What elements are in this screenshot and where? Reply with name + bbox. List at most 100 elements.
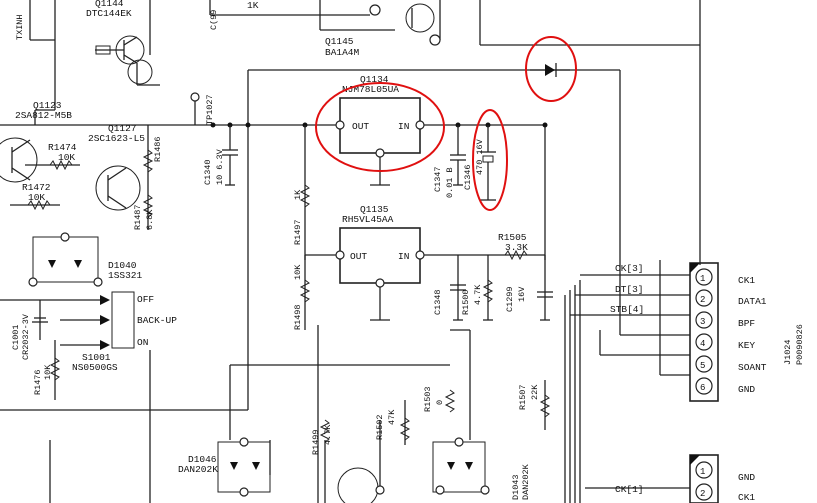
label-r1505-v: 3.3K [505,242,528,253]
label-c1348: C1348 [433,289,443,315]
label-r1472: R1472 [22,182,51,193]
conn-pin-6-label: GND [738,384,755,395]
label-r1503-v: 0 [435,400,445,405]
label-r1476-v: 10K [43,364,53,380]
d1046-diode-pair: D1046 DAN202K [178,437,271,497]
label-d1040-part: 1SS321 [108,270,143,281]
conn-pin-1-num: 1 [700,274,705,284]
r1507-resistor: R1507 22K [518,384,551,418]
signal-bus: CK[3] DT[3] STB[4] CK[1] [564,260,701,503]
conn-pin-3-num: 3 [700,317,705,327]
label-q1135-part: RH5VL45AA [342,214,394,225]
conn-pin-5-label: SOANT [738,362,767,373]
conn2-pin-1: 1 GND [695,461,755,483]
label-r1500: R1500 [461,289,471,315]
d1043-diode-pair: D1043 DAN202K [432,437,531,500]
r1486-r1487: R1486 R1487 6.8K [133,125,163,230]
label-q1134-out: OUT [352,121,369,132]
conn2-pin-2-label: CK1 [738,492,755,503]
d1040-diode-pair: D1040 1SS321 [28,232,143,287]
label-r1502: R1502 [375,414,385,440]
conn-pin-3-label: BPF [738,318,755,329]
label-r1507-v: 22K [530,384,540,400]
label-c1001-v: CR2032-3V [21,313,31,360]
label-c1347-v: 0.01 B [445,167,455,198]
r1497-resistor: R1497 1K [293,125,311,260]
label-r1k-top: 1K [247,0,259,11]
label-q1135-in: IN [398,251,409,262]
label-r1474: R1474 [48,142,77,153]
label-d1040: D1040 [108,260,137,271]
label-q1127-part: 2SC1623-L5 [88,133,145,144]
label-c1299: C1299 [505,286,515,312]
label-q1144: Q1144 [95,0,124,9]
label-d1046: D1046 [188,454,217,465]
conn-pin-4: 4 KEY [695,333,755,351]
label-q1127: Q1127 [108,123,137,134]
label-q1145: Q1145 [325,36,354,47]
conn-pin-5: 5 SOANT [695,355,767,373]
conn-pin-1-label: CK1 [738,275,755,286]
label-r1497: R1497 [293,219,303,245]
conn-pin-1: 1 CK1 [695,268,755,286]
r1502-resistor: R1502 47K [375,400,411,445]
r1476-resistor: R1476 10K [33,340,61,400]
q1123-transistor: Q1123 2SA812-M5B [0,100,72,183]
label-c1347: C1347 [433,166,443,192]
ground-symbols [225,184,550,321]
label-txinh: TXINH [15,14,25,40]
label-q1134: Q1134 [360,74,389,85]
label-net-ck1: CK[1] [615,484,644,495]
r1498-resistor: R1498 10K [293,255,311,330]
label-c1001: C1001 [11,324,21,350]
top-wiring [29,0,701,410]
label-s1001: S1001 [82,352,111,363]
battery-c1001: C1001 CR2032-3V [11,300,48,360]
conn-pin-6-num: 6 [700,383,705,393]
r1505-resistor: R1505 3.3K [498,232,528,261]
conn-pin-5-num: 5 [700,361,705,371]
conn-pin-4-num: 4 [700,339,705,349]
conn-pin-2-num: 2 [700,295,705,305]
label-sw-off: OFF [137,294,154,305]
q1135-regulator: OUT IN Q1135 RH5VL45AA [305,204,545,321]
c1348-r1500-c1299: C1348 R1500 4.7K C1299 16V [433,255,553,320]
conn2-pin-1-label: GND [738,472,755,483]
tp1027-testpoint: TP1027 [190,92,215,125]
c1340-capacitor: C1340 10 6.3V [203,125,238,185]
annotation-circle-diode [525,36,577,102]
label-net-dt3: DT[3] [615,284,644,295]
label-q1134-in: IN [398,121,409,132]
label-s1001-part: NS0500GS [72,362,118,373]
diode-top-right [525,36,577,102]
label-r1505: R1505 [498,232,527,243]
lower-connector: 1 GND 2 CK1 [689,454,755,503]
c1347-capacitor: C1347 0.01 B [433,125,466,198]
label-c1299-v: 16V [517,286,527,302]
label-tp1027: TP1027 [205,94,215,125]
label-q1123: Q1123 [33,100,62,111]
conn2-pin-1-num: 1 [700,467,705,477]
label-c1340-v: 10 6.3V [215,148,225,185]
label-j1024: J1024 [783,339,793,365]
r1503-resistor: R1503 0 [423,386,456,413]
label-q1135-out: OUT [350,251,367,262]
label-r1487: R1487 [133,204,143,230]
label-q1123-part: 2SA812-M5B [15,110,72,121]
label-j1024-part: P0090826 [795,324,805,365]
conn2-pin-2-num: 2 [700,489,705,499]
bottom-wiring [0,325,546,503]
q1145-transistor: Q1145 BA1A4M [325,3,441,58]
label-r1497-v: 1K [293,189,303,200]
conn2-pin-2: 2 CK1 [695,483,755,503]
label-r1499-v: 4.7K [323,424,333,445]
label-net-stb4: STB[4] [610,304,644,315]
r1472-resistor: R1472 10K [10,182,60,211]
label-r1472-v: 10K [28,192,45,203]
conn-pin-3: 3 BPF [695,311,755,329]
q1144-transistor: Q1144 DTC144EK [86,0,160,86]
label-c199: C(99 [209,10,219,30]
r1474-resistor: R1474 10K [25,142,80,171]
label-r1498-v: 10K [293,264,303,280]
